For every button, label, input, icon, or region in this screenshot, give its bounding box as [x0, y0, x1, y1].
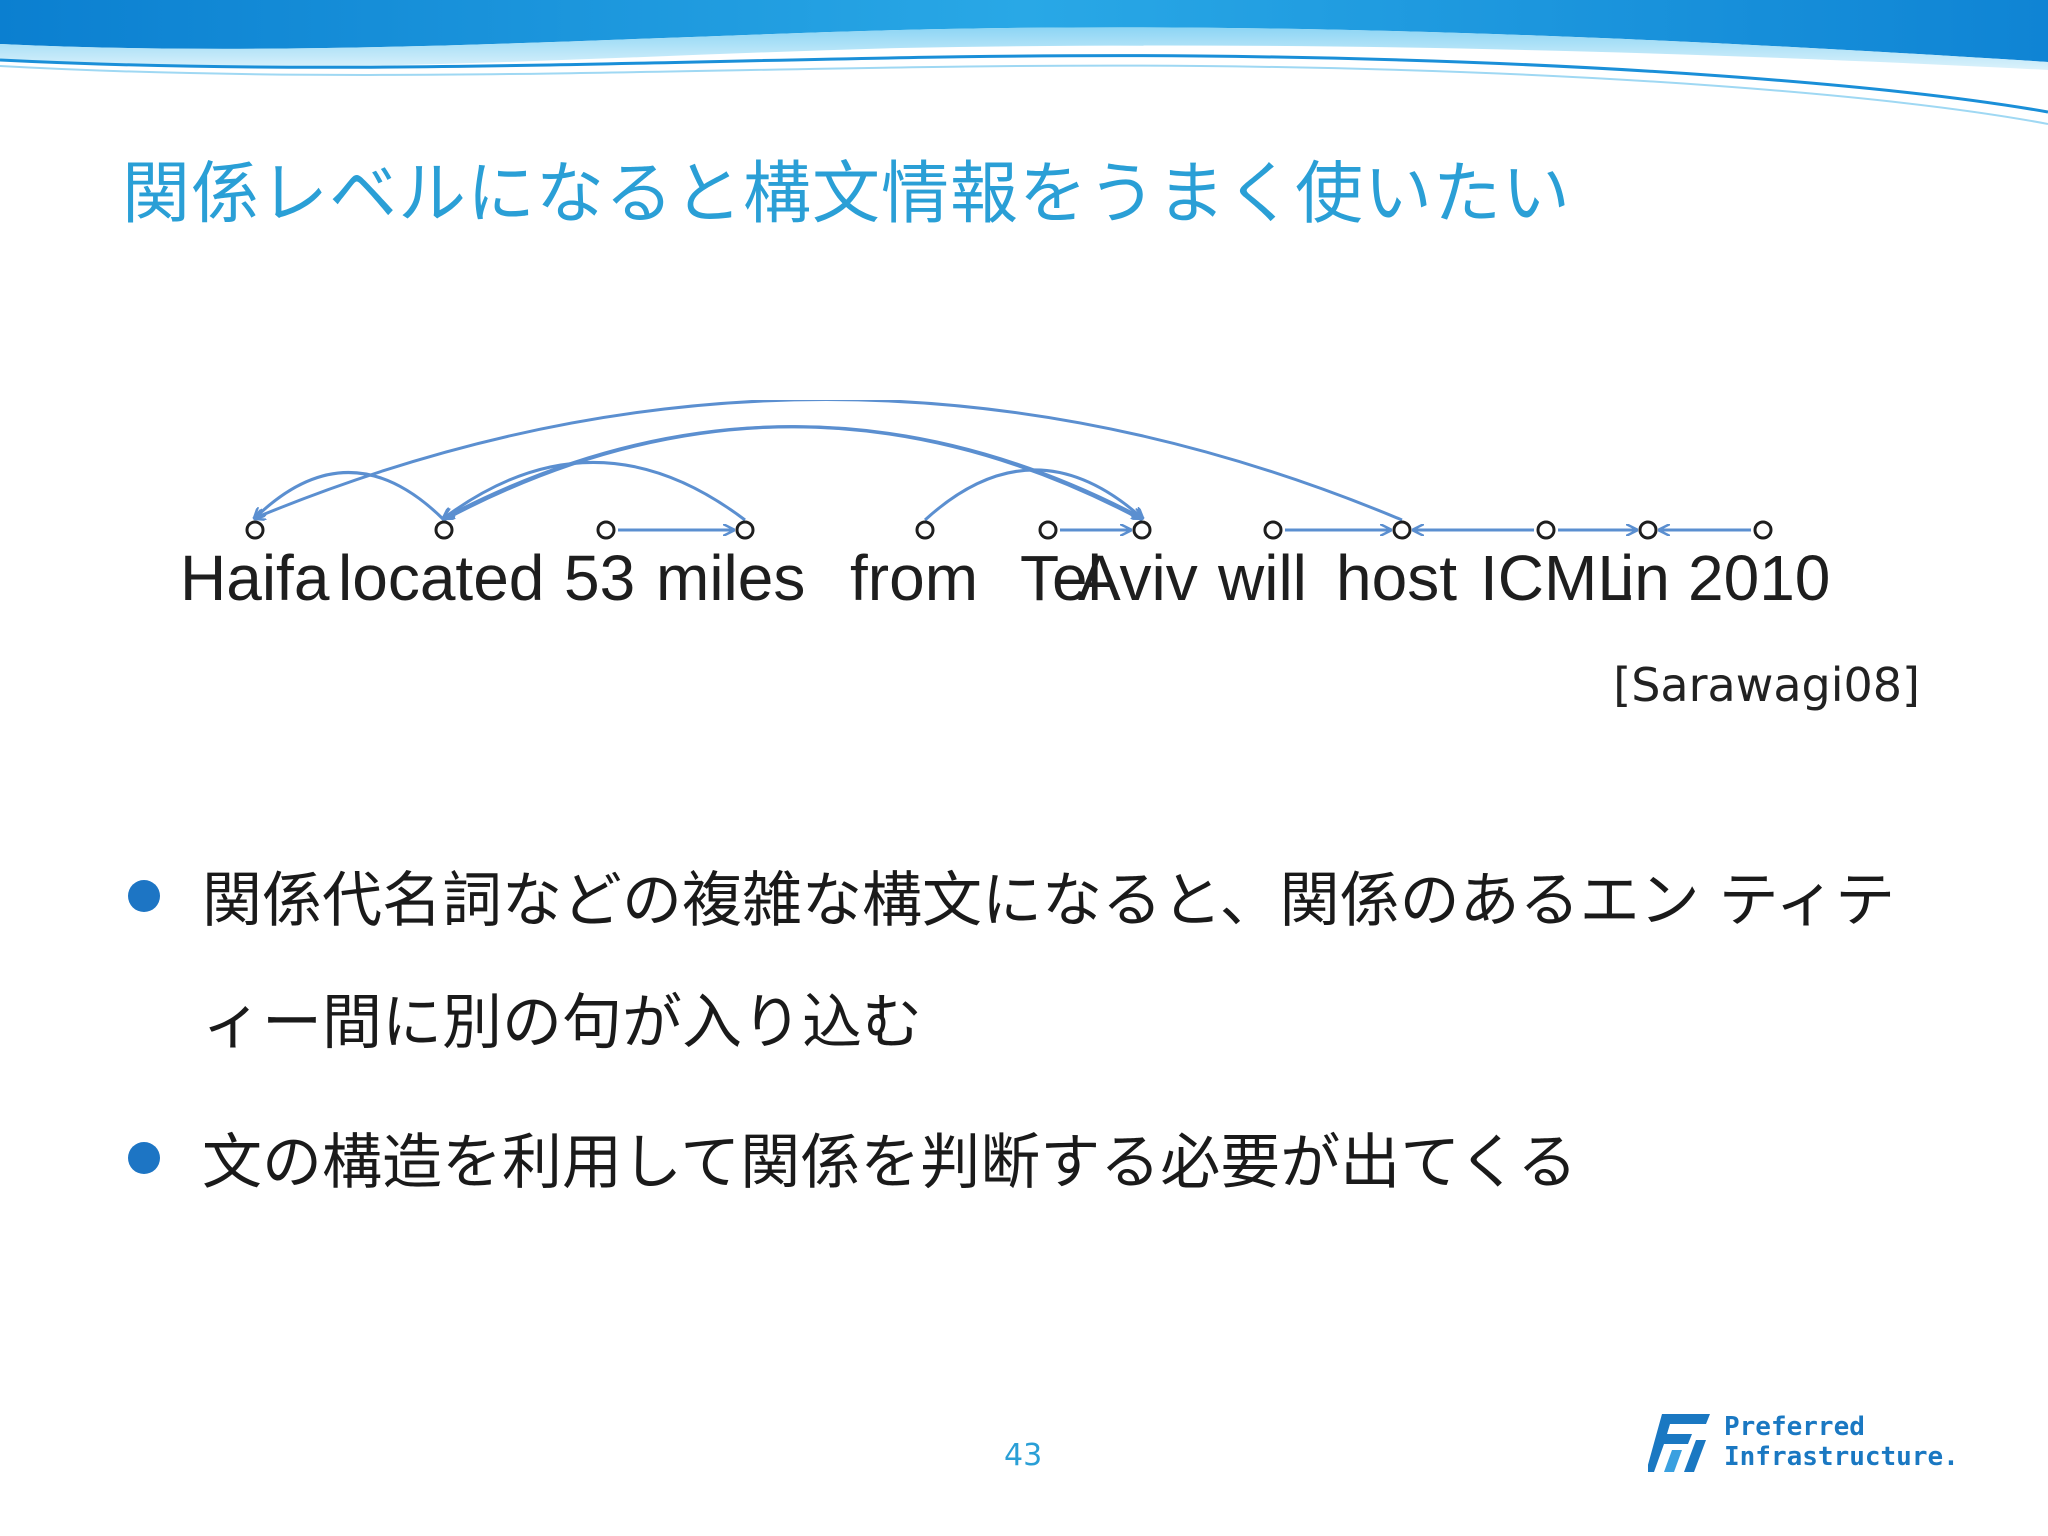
logo-line1: Preferred	[1724, 1412, 1865, 1442]
logo-mark-icon	[1648, 1414, 1710, 1472]
dependency-arrow	[255, 400, 1403, 522]
word-node	[1392, 520, 1412, 540]
dependency-arrow	[255, 470, 446, 520]
header-wave	[0, 0, 2048, 125]
bullet-dot-icon	[128, 880, 160, 912]
bullet-text: 関係代名詞などの複雑な構文になると、関係のあるエン ティティー間に別の句が入り込…	[202, 866, 1896, 1058]
bullet-dot-icon	[128, 1142, 160, 1174]
word-node	[596, 520, 616, 540]
company-logo: Preferred Infrastructure.	[1648, 1410, 1978, 1476]
word-node	[1753, 520, 1773, 540]
word-node	[245, 520, 265, 540]
bullet-item: 関係代名詞などの複雑な構文になると、関係のあるエン ティティー間に別の句が入り込…	[120, 840, 1950, 1084]
diagram-word: located	[338, 542, 544, 614]
diagram-word: will	[1217, 542, 1307, 614]
page-number: 43	[1004, 1438, 1043, 1473]
logo-text: Preferred Infrastructure.	[1724, 1412, 1959, 1472]
diagram-word: ICML	[1480, 542, 1633, 614]
word-node	[1536, 520, 1556, 540]
diagram-word: Haifa	[180, 542, 330, 614]
logo-line2: Infrastructure.	[1724, 1442, 1959, 1472]
dependency-arrow	[923, 468, 1142, 520]
diagram-word: from	[850, 542, 978, 614]
diagram-word: 53	[564, 542, 635, 614]
diagram-word: in	[1620, 542, 1670, 614]
slide-title: 関係レベルになると構文情報をうまく使いたい	[122, 155, 1572, 234]
dependency-arrow	[443, 425, 1142, 522]
dependency-arrow	[444, 461, 746, 522]
word-node	[735, 520, 755, 540]
word-node	[1038, 520, 1058, 540]
diagram-word: host	[1336, 542, 1457, 614]
word-node	[1132, 520, 1152, 540]
diagram-word: miles	[656, 542, 805, 614]
diagram-word: Tel	[1020, 542, 1102, 614]
bullet-item: 文の構造を利用して関係を判断する必要が出てくる	[120, 1102, 1950, 1224]
word-node	[434, 520, 454, 540]
bullet-list: 関係代名詞などの複雑な構文になると、関係のあるエン ティティー間に別の句が入り込…	[120, 840, 1950, 1224]
word-node	[1638, 520, 1658, 540]
diagram-word: 2010	[1688, 542, 1830, 614]
diagram-word: Aviv	[1078, 542, 1198, 614]
word-node	[915, 520, 935, 540]
bullet-text: 文の構造を利用して関係を判断する必要が出てくる	[202, 1128, 1578, 1198]
word-node	[1263, 520, 1283, 540]
citation: [Sarawagi08]	[1613, 658, 1920, 712]
